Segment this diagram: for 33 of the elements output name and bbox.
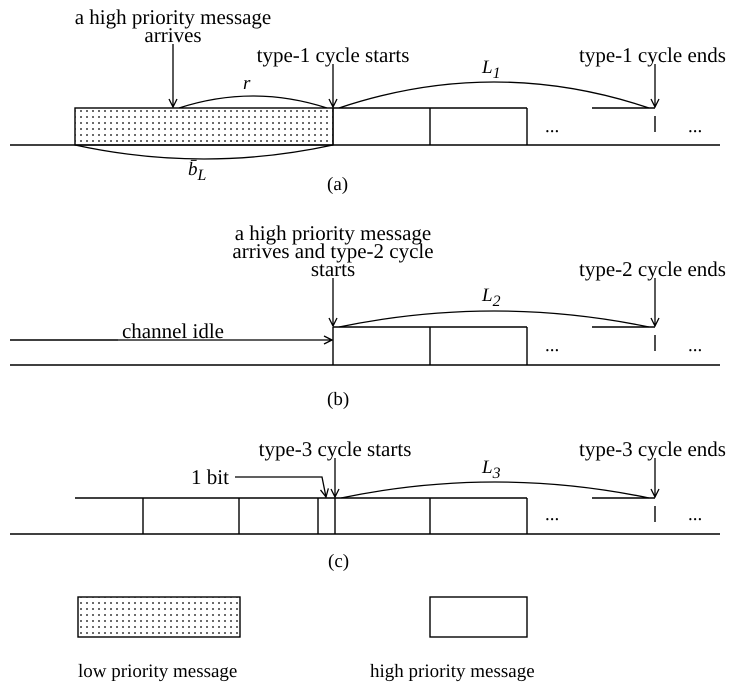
panel-label: (b) [327,390,350,410]
arrow [650,64,660,108]
arrow [235,476,329,498]
arrow [328,278,338,327]
span-label: L$_{1}$ [482,58,500,84]
arrow [168,44,178,108]
span-label: b̄$_{L}$ [188,160,206,186]
annotation-text: channel idle [118,322,228,340]
panel-label: (a) [327,175,348,195]
annotation-text: type-3 cycle ends [560,440,745,458]
ellipsis-mark: ... [545,505,560,525]
arrow [650,458,660,498]
legend-text: high priority message [370,662,535,682]
panel-label: (c) [328,552,350,572]
annotation-text: type-2 cycle ends [560,260,745,278]
annotation-text: a high priority message arrives and type-2 cycle starts [228,224,438,278]
arrow [330,458,340,498]
annotation-text: 1 bit [185,468,235,486]
ellipsis-mark: ... [545,336,560,356]
arrow [650,278,660,327]
ellipsis-mark: ... [688,336,702,356]
arrow [328,64,338,108]
annotation-text: type-1 cycle ends [560,46,745,64]
ellipsis-mark: ... [688,117,702,137]
span-label: L$_{2}$ [482,286,500,312]
annotation-text: type-3 cycle starts [235,440,435,458]
span-label: L$_{3}$ [482,458,500,484]
ellipsis-mark: ... [688,505,702,525]
arrow [118,335,333,345]
ellipsis-mark: ... [545,117,560,137]
annotation-text: type-1 cycle starts [233,46,433,64]
legend-text: low priority message [78,662,238,682]
span-label: r [243,74,250,94]
